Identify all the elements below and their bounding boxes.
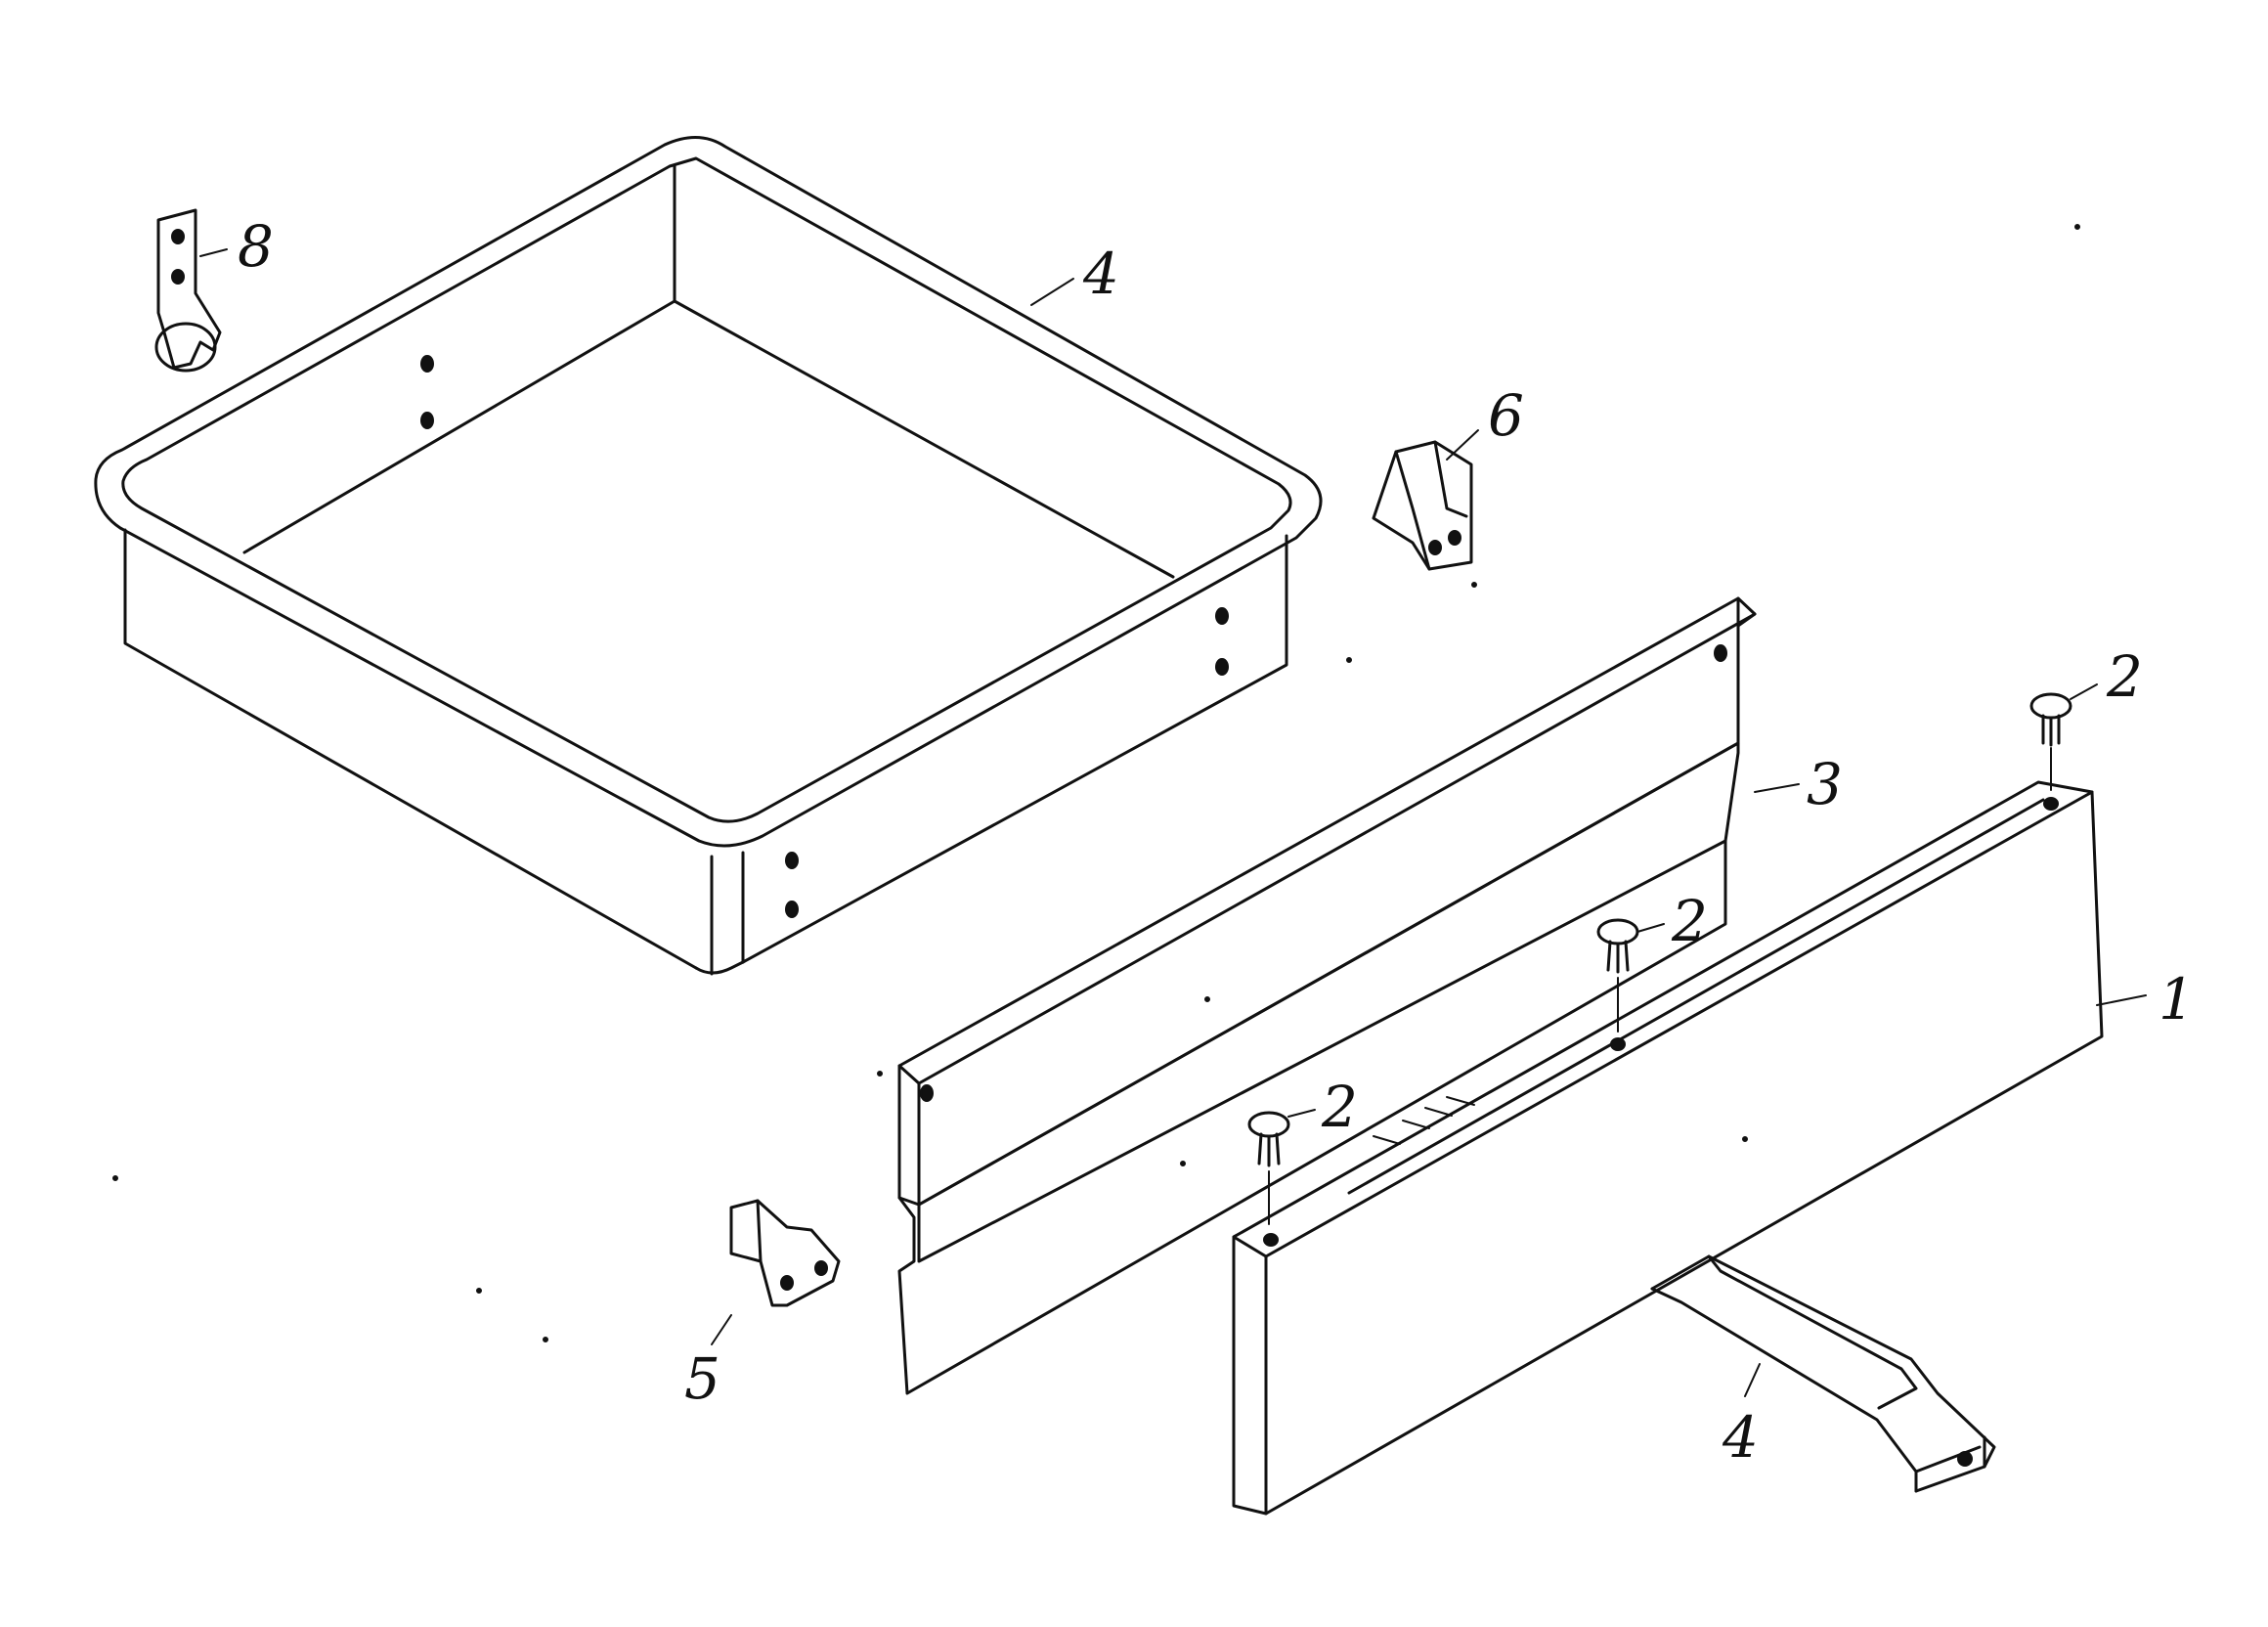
hanger-plate [156, 208, 222, 370]
tray-right-outer-wall [741, 534, 1288, 964]
angle-bracket-right [1372, 440, 1473, 571]
rivet-shank [2041, 714, 2061, 747]
panel-slot [1446, 1096, 1475, 1106]
tray-inner-rim [121, 156, 1292, 823]
rivet-head [1247, 1111, 1290, 1138]
rail-hole [920, 1084, 934, 1102]
scan-dot [1742, 1136, 1748, 1142]
leader-2-middle [1636, 923, 1665, 933]
bracket6-hole [1428, 540, 1442, 555]
rail-lower-edge [917, 839, 1727, 1263]
scan-dot [877, 1071, 883, 1077]
leader-lines [199, 248, 2147, 1397]
angle-bracket-left [729, 1199, 841, 1307]
tray-floor-right-edge [673, 299, 1175, 579]
slide-rail-inner [1707, 1254, 1918, 1410]
tray-floor-left-edge [242, 299, 676, 554]
label-2-lower: 2 [1321, 1074, 1358, 1140]
tray-outer-rim [94, 135, 1323, 848]
leader-2-lower [1287, 1109, 1316, 1118]
scan-dot [1204, 996, 1210, 1002]
slide-rail-end [1914, 1435, 1986, 1493]
leader-5 [711, 1314, 732, 1345]
panel-slot [1373, 1135, 1401, 1145]
leader-1 [2096, 994, 2147, 1006]
bracket6-body [1372, 440, 1473, 571]
scan-dot [112, 1175, 118, 1181]
tray-hole [1215, 658, 1229, 676]
scan-dot [543, 1337, 548, 1342]
label-8: 8 [238, 213, 274, 280]
tray-left-outer-wall [123, 528, 698, 970]
label-2-top: 2 [2106, 643, 2143, 710]
panel-hole [2043, 797, 2059, 811]
hanger-hole [171, 229, 185, 244]
panel-front-face [1232, 790, 2104, 1516]
tray-hole [785, 852, 799, 869]
rivet-top [2029, 692, 2072, 791]
bracket5-hole [814, 1260, 828, 1276]
slide-rail [1650, 1254, 1996, 1493]
reference-numerals: 8 4 6 5 3 1 2 2 2 4 [238, 213, 2195, 1471]
tray-hole [1215, 607, 1229, 625]
slide-rail-hole [1957, 1451, 1973, 1467]
scan-dot [476, 1288, 482, 1294]
bracket6-fold [1394, 450, 1431, 571]
label-5: 5 [684, 1345, 720, 1412]
label-3: 3 [1807, 751, 1843, 817]
slide-rail-bottom [1650, 1287, 1918, 1493]
rail-top-flange [897, 596, 1757, 1085]
tray-hole [420, 412, 434, 429]
tray-front-corner [694, 960, 745, 975]
tray-hole [785, 901, 799, 918]
leader-4-rail [1744, 1363, 1761, 1397]
label-4-rail: 4 [1722, 1404, 1759, 1471]
label-2-middle: 2 [1671, 888, 1708, 954]
bracket5-hole [780, 1275, 794, 1291]
panel-hole [1263, 1233, 1279, 1247]
rear-rail-panel [897, 596, 1757, 1395]
panel-slot [1424, 1107, 1453, 1117]
hanger-bracket [154, 208, 222, 373]
rail-right-edge [1723, 612, 1757, 843]
scan-dot [1346, 657, 1352, 663]
hanger-hole [171, 269, 185, 285]
slide-rail-top [1650, 1254, 1996, 1469]
label-4-tray: 4 [1082, 241, 1119, 307]
leader-3 [1754, 783, 1800, 793]
leader-2-top [2070, 683, 2098, 700]
scan-dot [2074, 224, 2080, 230]
bracket5-fold [756, 1199, 763, 1263]
bracket6-hole [1448, 530, 1461, 546]
front-panel [1232, 780, 2104, 1516]
leader-8 [199, 248, 228, 257]
tray-hole [420, 355, 434, 373]
hanger-roller [154, 322, 217, 373]
panel-hole [1610, 1037, 1626, 1051]
scan-dot [1180, 1161, 1186, 1166]
panel-slot [1402, 1120, 1430, 1129]
rivet-head [1596, 918, 1639, 945]
bracket6-fold-b [1433, 440, 1468, 518]
rivet-shank [1606, 940, 1630, 974]
scan-dots [112, 224, 2080, 1342]
rivet-head [2029, 692, 2072, 720]
drawer-tray [94, 135, 1323, 976]
rail-lower-face [897, 839, 1727, 1395]
leader-6 [1446, 429, 1479, 461]
rivet-shank [1257, 1132, 1281, 1167]
scan-dot [1471, 582, 1477, 588]
leader-4-tray [1030, 278, 1074, 306]
panel-top-groove [1347, 798, 2045, 1195]
label-1: 1 [2159, 966, 2195, 1033]
rail-hole [1714, 644, 1727, 662]
rivet-lower [1247, 1111, 1290, 1225]
label-6: 6 [1488, 382, 1524, 449]
